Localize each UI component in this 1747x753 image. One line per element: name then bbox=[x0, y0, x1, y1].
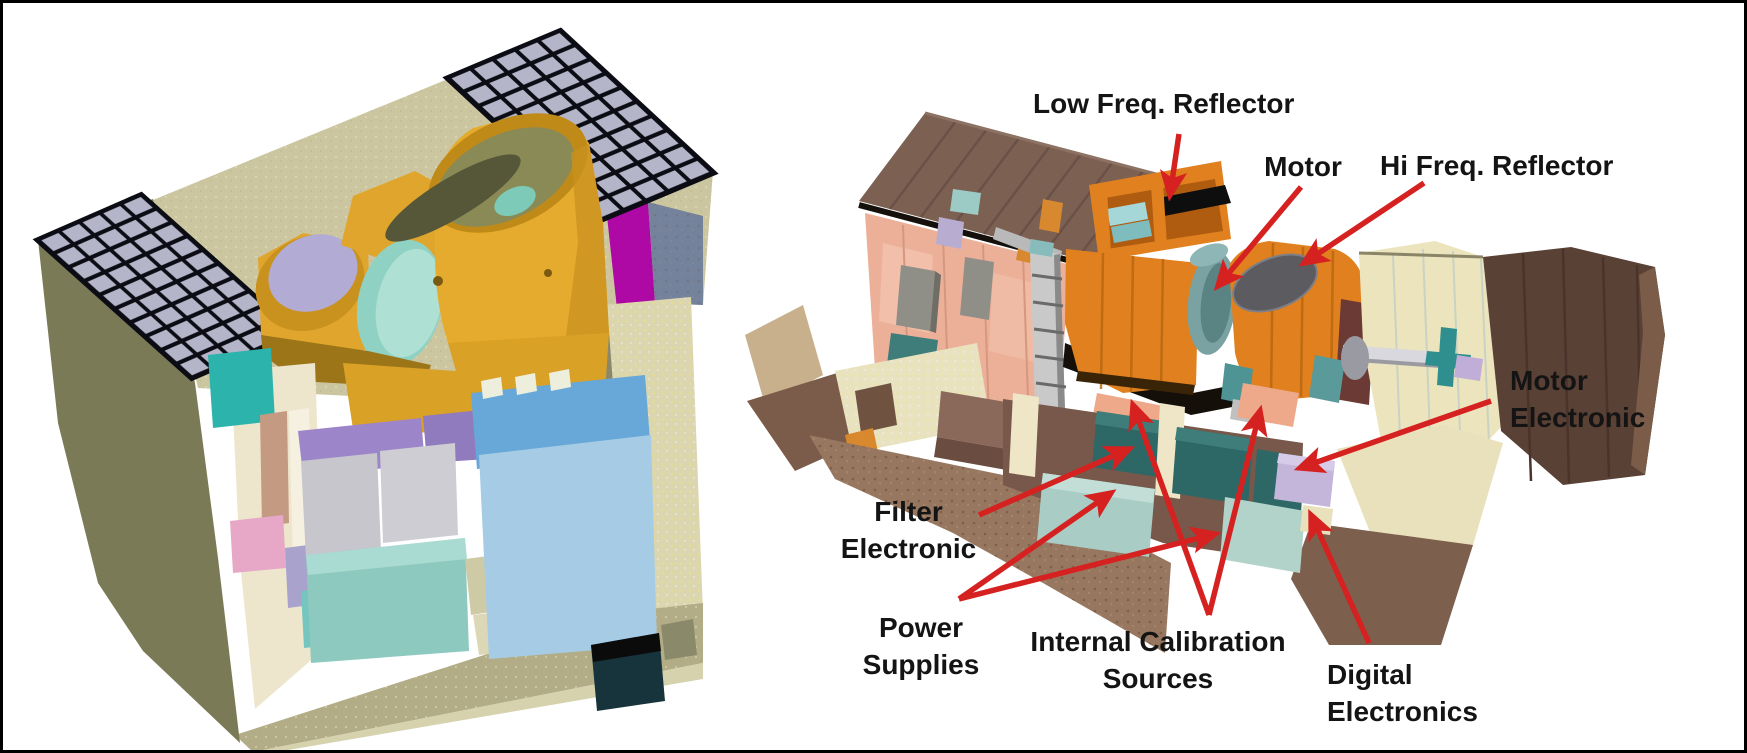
spindle-shaft-shade bbox=[1343, 357, 1455, 369]
spindle-hub bbox=[1341, 336, 1369, 380]
magenta-panel bbox=[607, 202, 655, 309]
teal-ring-inner bbox=[375, 248, 443, 358]
cream-slat bbox=[1009, 393, 1039, 477]
cream-wall-top-edge bbox=[1358, 251, 1484, 259]
arrow-filter-electronic bbox=[977, 446, 1136, 518]
salmon-wall-patch bbox=[989, 273, 1043, 363]
gray-unit-2 bbox=[960, 257, 994, 320]
left-drum-opening bbox=[268, 234, 358, 312]
support-truss bbox=[993, 227, 1068, 440]
calibration-slat-2 bbox=[1111, 220, 1152, 243]
gray-box-right bbox=[380, 443, 458, 543]
label-line: Electronics bbox=[1327, 696, 1478, 727]
reflector-mirror-edge bbox=[385, 154, 521, 242]
gray-blue-panel-texture bbox=[648, 202, 703, 305]
truss-bracket bbox=[1029, 239, 1054, 257]
calibration-slat-1 bbox=[1107, 202, 1148, 226]
diagram-artwork bbox=[32, 27, 1665, 750]
buff-slab bbox=[745, 305, 823, 405]
teal-unit-light bbox=[950, 189, 981, 215]
label-filter-electronic: Filter Electronic bbox=[831, 493, 986, 567]
arrow-internal-calibration-2 bbox=[1206, 404, 1268, 616]
black-slash bbox=[1153, 185, 1231, 217]
drum-streaks bbox=[1099, 252, 1165, 393]
label-line: Supplies bbox=[862, 649, 980, 680]
solar-cell-grid bbox=[448, 31, 714, 220]
arrow-digital-electronics bbox=[1308, 508, 1372, 645]
dark-bottom-box-top bbox=[591, 633, 661, 662]
drum-hole bbox=[544, 269, 552, 277]
label-motor-electronic: Motor Electronic bbox=[1510, 362, 1700, 436]
solar-panel-left bbox=[32, 191, 301, 382]
cream-wedge bbox=[1337, 425, 1503, 565]
pink-box bbox=[230, 515, 286, 573]
blue-box-body bbox=[479, 435, 657, 659]
teal-top-box bbox=[208, 348, 275, 428]
label-line: Filter bbox=[874, 496, 943, 527]
drum-bottom-edge bbox=[1076, 371, 1195, 395]
teal-front-box-top bbox=[306, 538, 467, 575]
filter-electronic-box-top bbox=[1041, 473, 1155, 503]
teal-sliver bbox=[494, 185, 536, 217]
label-line: Electronic bbox=[840, 533, 977, 564]
label-line: Electronic bbox=[1510, 402, 1646, 433]
arrow-power-supplies-1 bbox=[957, 489, 1117, 602]
label-line: Internal Calibration bbox=[1030, 626, 1286, 657]
lavender-knob bbox=[1454, 355, 1483, 381]
arrow-motor bbox=[1213, 185, 1304, 292]
arrow-hi-freq-reflector bbox=[1298, 180, 1426, 267]
power-supply-box-2 bbox=[1220, 497, 1305, 573]
spindle-assembly bbox=[1309, 327, 1483, 403]
white-tab bbox=[481, 377, 503, 399]
label-line: Power bbox=[878, 612, 964, 643]
orange-bracket-1 bbox=[1039, 199, 1063, 233]
lavender-unit bbox=[936, 217, 964, 249]
gray-sliver-box bbox=[661, 619, 697, 660]
callout-arrows bbox=[957, 133, 1492, 645]
arrow-low-freq-reflector bbox=[1159, 133, 1188, 202]
label-line: Sources bbox=[1102, 663, 1214, 694]
bottom-brown-mass bbox=[1291, 523, 1473, 645]
label-internal-calibration-sources: Internal Calibration Sources bbox=[998, 623, 1318, 697]
label-line: Hi Freq. Reflector bbox=[1380, 150, 1614, 181]
low-freq-drum bbox=[1065, 161, 1231, 395]
roof-highlight bbox=[924, 111, 1176, 181]
gray-unit-1-side bbox=[930, 271, 941, 333]
dark-wall-edge bbox=[1631, 267, 1665, 475]
brown-box bbox=[855, 383, 897, 433]
arrow-internal-calibration-1 bbox=[1128, 398, 1212, 616]
label-low-freq-reflector: Low Freq. Reflector bbox=[1033, 85, 1295, 122]
calibration-source-box-1-top bbox=[1175, 427, 1253, 452]
solar-panel-right bbox=[442, 27, 719, 224]
label-line: Motor bbox=[1264, 151, 1342, 182]
arrow-power-supplies-2 bbox=[958, 526, 1222, 602]
solar-cell-grid bbox=[37, 195, 295, 379]
left-wall bbox=[38, 199, 240, 743]
external-view-illustration bbox=[32, 27, 719, 750]
base-floor-texture bbox=[809, 435, 1171, 653]
white-tab bbox=[515, 373, 537, 395]
salmon-column bbox=[260, 411, 289, 527]
hi-freq-reflector-mirror bbox=[1233, 254, 1317, 312]
white-tab bbox=[549, 369, 571, 391]
label-hi-freq-reflector: Hi Freq. Reflector bbox=[1380, 147, 1670, 184]
gray-unit-1 bbox=[896, 265, 935, 331]
right-drum-shade bbox=[563, 143, 609, 359]
teal-bracket bbox=[1309, 355, 1345, 403]
arrow-motor-electronic bbox=[1293, 398, 1492, 473]
label-line: Motor bbox=[1510, 365, 1588, 396]
label-motor: Motor bbox=[1247, 148, 1359, 185]
label-line: Low Freq. Reflector bbox=[1033, 88, 1295, 119]
base-floor-front bbox=[263, 663, 703, 750]
electronics-bay-boxes bbox=[208, 348, 697, 711]
drum-pillar bbox=[1095, 191, 1111, 255]
label-digital-electronics: Digital Electronics bbox=[1327, 656, 1527, 730]
truss-column-shade bbox=[1054, 254, 1066, 440]
label-power-supplies: Power Supplies bbox=[846, 609, 996, 683]
gray-box-left bbox=[301, 453, 381, 559]
far-right-wall bbox=[1483, 247, 1665, 485]
drum-hole bbox=[433, 276, 443, 286]
label-line: Digital bbox=[1327, 659, 1413, 690]
